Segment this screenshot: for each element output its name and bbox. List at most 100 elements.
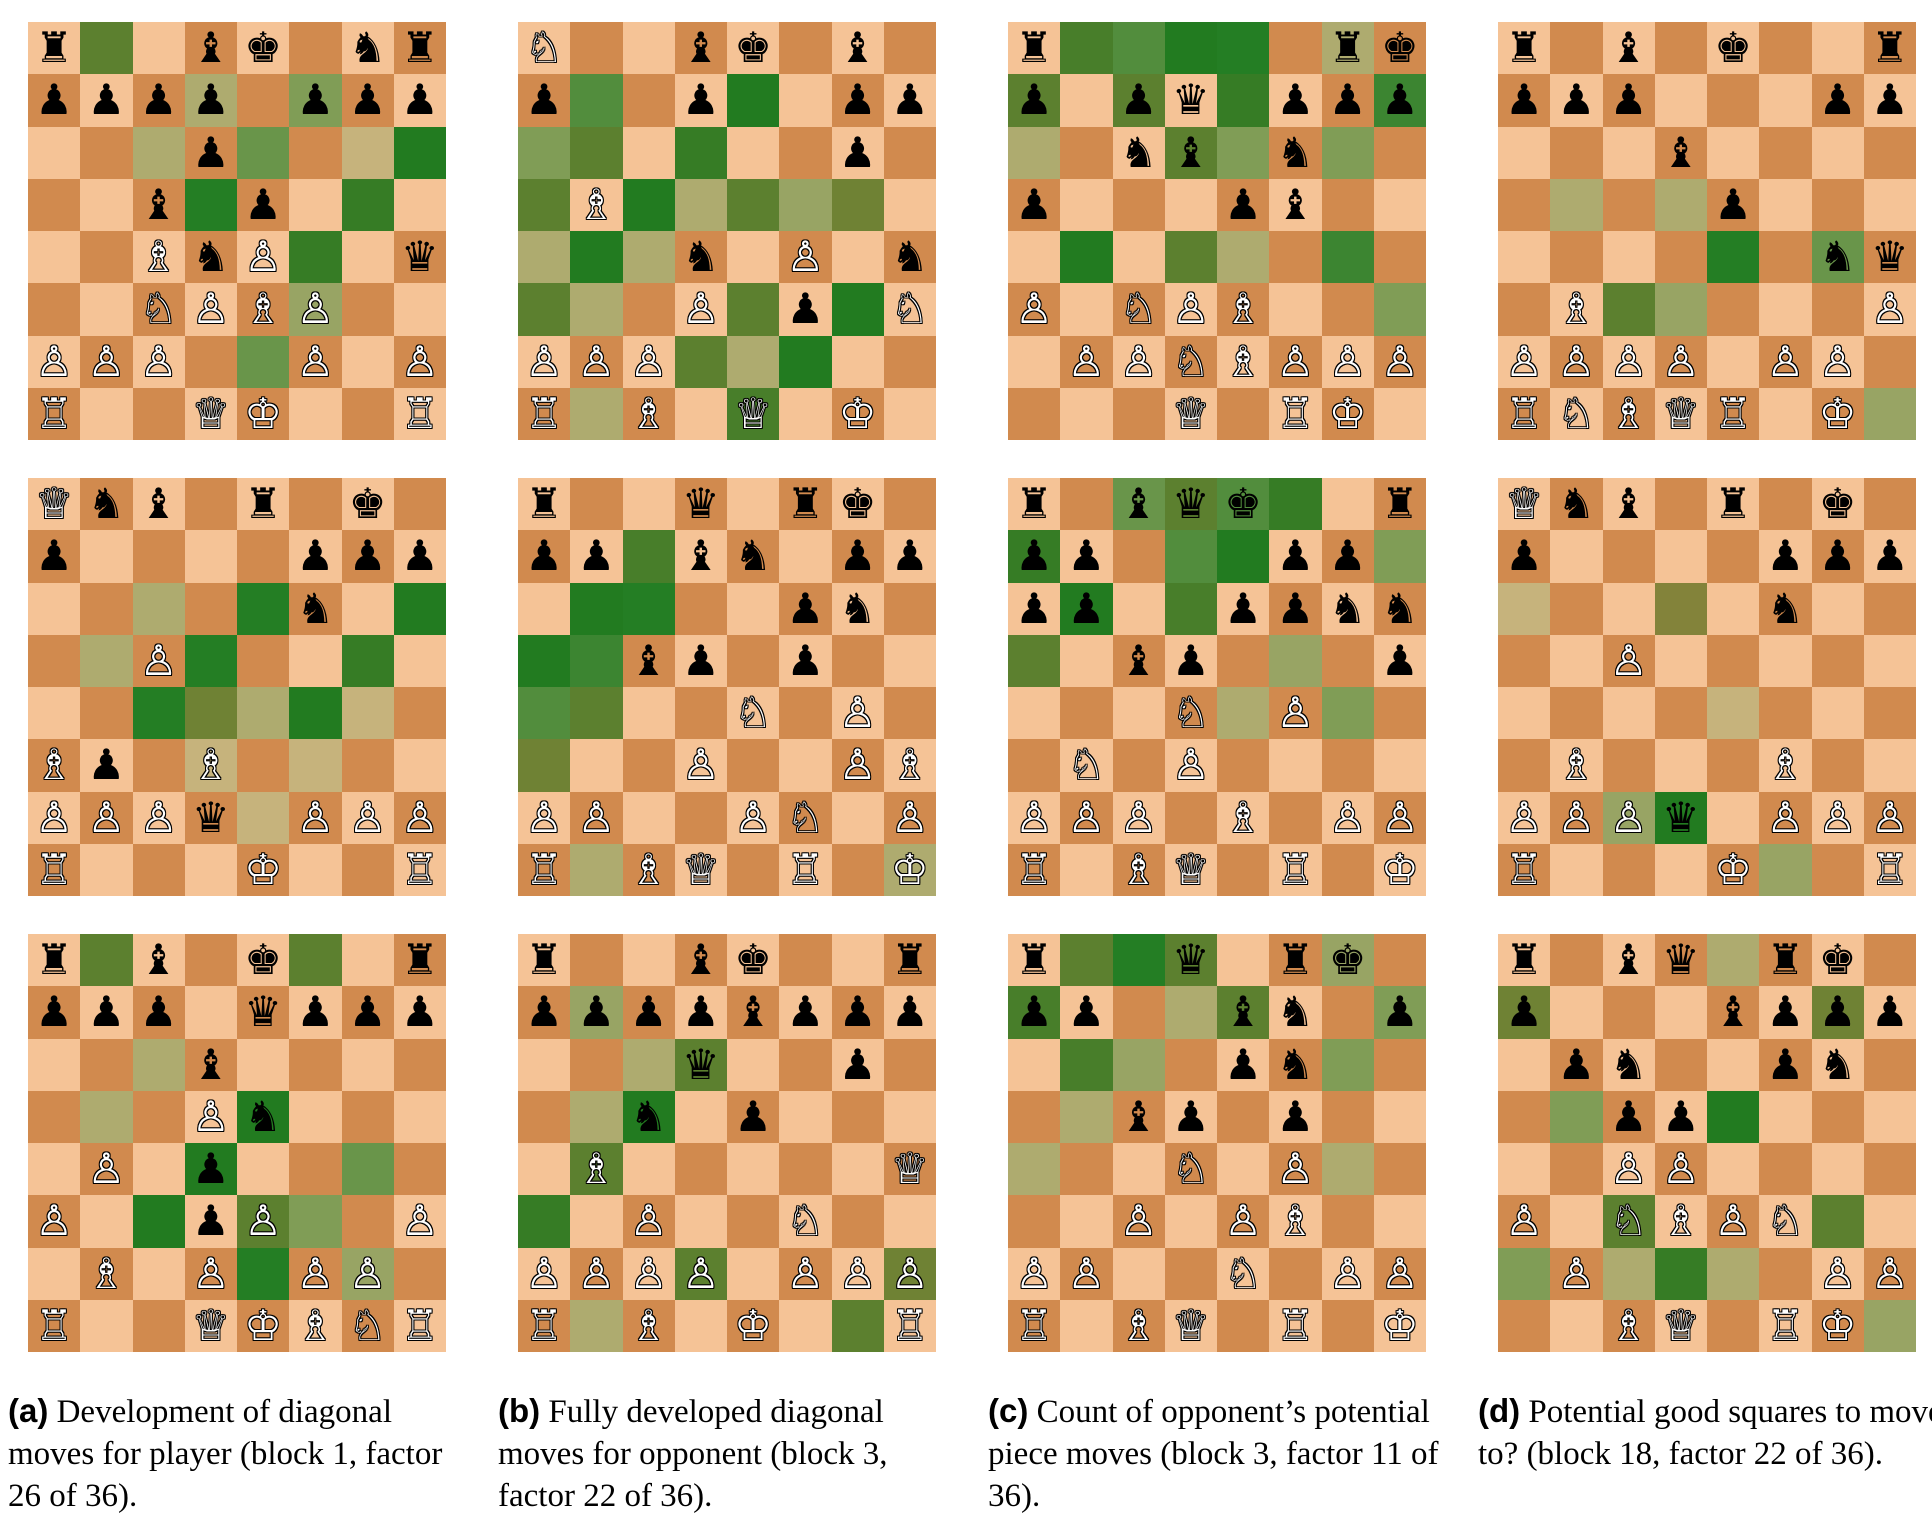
- board-square: ♙: [674, 283, 727, 336]
- black-pawn-icon: ♟: [1818, 987, 1857, 1037]
- white-pawn-icon: ♙: [1609, 635, 1648, 685]
- white-pawn-icon: ♙: [1119, 336, 1158, 386]
- chess-board: ♜♛♜♚♟♟♝♞♟♟♞♝♟♟♘♙♙♙♗♙♙♘♙♙♖♗♕♖♔: [1008, 934, 1426, 1352]
- board-square: [1550, 530, 1603, 583]
- board-square: [341, 283, 394, 336]
- white-bishop-icon: ♗: [577, 179, 616, 229]
- board-square: [1321, 687, 1374, 740]
- activation-highlight: [1863, 1299, 1916, 1352]
- activation-highlight: [1217, 231, 1270, 284]
- board-square: [622, 582, 675, 635]
- white-rook-icon: ♖: [1766, 1300, 1805, 1350]
- board-square: [674, 178, 727, 231]
- black-rook-icon: ♜: [1328, 23, 1367, 73]
- white-pawn-icon: ♙: [525, 1248, 563, 1298]
- board-square: [622, 1038, 675, 1091]
- black-knight-icon: ♞: [1328, 583, 1367, 633]
- board-square: [1112, 178, 1165, 231]
- board-square: [1550, 1195, 1603, 1248]
- board-square: ♔: [1321, 387, 1374, 440]
- board-square: [341, 1090, 394, 1143]
- white-pawn-icon: ♙: [629, 1196, 668, 1246]
- white-queen-icon: ♕: [1662, 388, 1700, 438]
- board-square: [28, 582, 81, 635]
- black-knight-icon: ♞: [682, 232, 720, 282]
- white-pawn-icon: ♙: [1505, 792, 1543, 842]
- board-square: ♟: [1060, 530, 1113, 583]
- board-square: [1759, 634, 1812, 687]
- board-square: [1707, 74, 1760, 127]
- white-rook-icon: ♖: [525, 844, 563, 894]
- board-square: ♔: [1373, 843, 1426, 896]
- board-square: [237, 739, 290, 792]
- activation-highlight: [1164, 22, 1217, 75]
- board-square: ♛: [1654, 934, 1707, 987]
- board-square: ♟: [1321, 530, 1374, 583]
- board-square: [80, 22, 133, 75]
- board-square: [237, 335, 290, 388]
- board-square: ♕: [1164, 387, 1217, 440]
- white-bishop-icon: ♗: [1557, 284, 1596, 334]
- board-square: ♜: [1008, 478, 1061, 531]
- board-square: ♜: [28, 22, 81, 75]
- board-square: ♞: [341, 22, 394, 75]
- white-pawn-icon: ♙: [1871, 792, 1909, 842]
- black-pawn-icon: ♟: [525, 987, 563, 1037]
- board-square: [570, 74, 623, 127]
- board-square: ♗: [289, 1299, 342, 1352]
- black-rook-icon: ♜: [1381, 479, 1419, 529]
- black-pawn-icon: ♟: [1871, 531, 1909, 581]
- board-square: ♙: [1373, 1247, 1426, 1300]
- board-square: [393, 687, 446, 740]
- subfigure-label: (a): [8, 1392, 49, 1429]
- white-bishop-icon: ♗: [244, 284, 282, 334]
- board-square: [1217, 126, 1270, 179]
- board-square: [518, 1195, 571, 1248]
- board-square: ♙: [1269, 687, 1322, 740]
- board-square: ♟: [1373, 634, 1426, 687]
- board-square: [1550, 178, 1603, 231]
- board-square: [883, 1195, 936, 1248]
- board-square: ♙: [622, 1195, 675, 1248]
- board-square: [831, 178, 884, 231]
- board-square: ♝: [674, 934, 727, 987]
- black-pawn-icon: ♟: [1662, 1091, 1700, 1141]
- board-square: ♖: [1863, 843, 1916, 896]
- board-square: [237, 74, 290, 127]
- white-pawn-icon: ♙: [35, 792, 73, 842]
- board-square: ♗: [1602, 387, 1655, 440]
- board-square: [1654, 74, 1707, 127]
- white-pawn-icon: ♙: [87, 792, 126, 842]
- board-square: ♟: [1550, 74, 1603, 127]
- black-bishop-icon: ♝: [139, 479, 178, 529]
- board-square: ♙: [184, 283, 237, 336]
- black-pawn-icon: ♟: [1818, 531, 1857, 581]
- white-pawn-icon: ♙: [1818, 792, 1857, 842]
- board-square: ♙: [1550, 791, 1603, 844]
- board-square: [184, 582, 237, 635]
- board-square: ♛: [674, 1038, 727, 1091]
- board-square: ♟: [184, 74, 237, 127]
- board-square: ♘: [1164, 687, 1217, 740]
- board-square: ♙: [341, 791, 394, 844]
- board-square: [1321, 478, 1374, 531]
- board-square: [1811, 126, 1864, 179]
- board-square: [1112, 1247, 1165, 1300]
- board-square: ♙: [1321, 1247, 1374, 1300]
- board-square: ♘: [779, 791, 832, 844]
- activation-highlight: [570, 74, 623, 127]
- board-square: ♗: [28, 739, 81, 792]
- white-rook-icon: ♖: [786, 844, 825, 894]
- board-square: [1217, 934, 1270, 987]
- board-square: ♕: [1164, 1299, 1217, 1352]
- activation-highlight: [831, 1299, 884, 1352]
- board-square: [1498, 1090, 1551, 1143]
- activation-highlight: [1060, 1090, 1113, 1143]
- board-square: [1707, 687, 1760, 740]
- board-square: ♘: [1759, 1195, 1812, 1248]
- board-square: [1498, 1299, 1551, 1352]
- board-square: ♟: [674, 634, 727, 687]
- board-square: ♙: [1112, 335, 1165, 388]
- board-square: [518, 687, 571, 740]
- board-square: [1811, 178, 1864, 231]
